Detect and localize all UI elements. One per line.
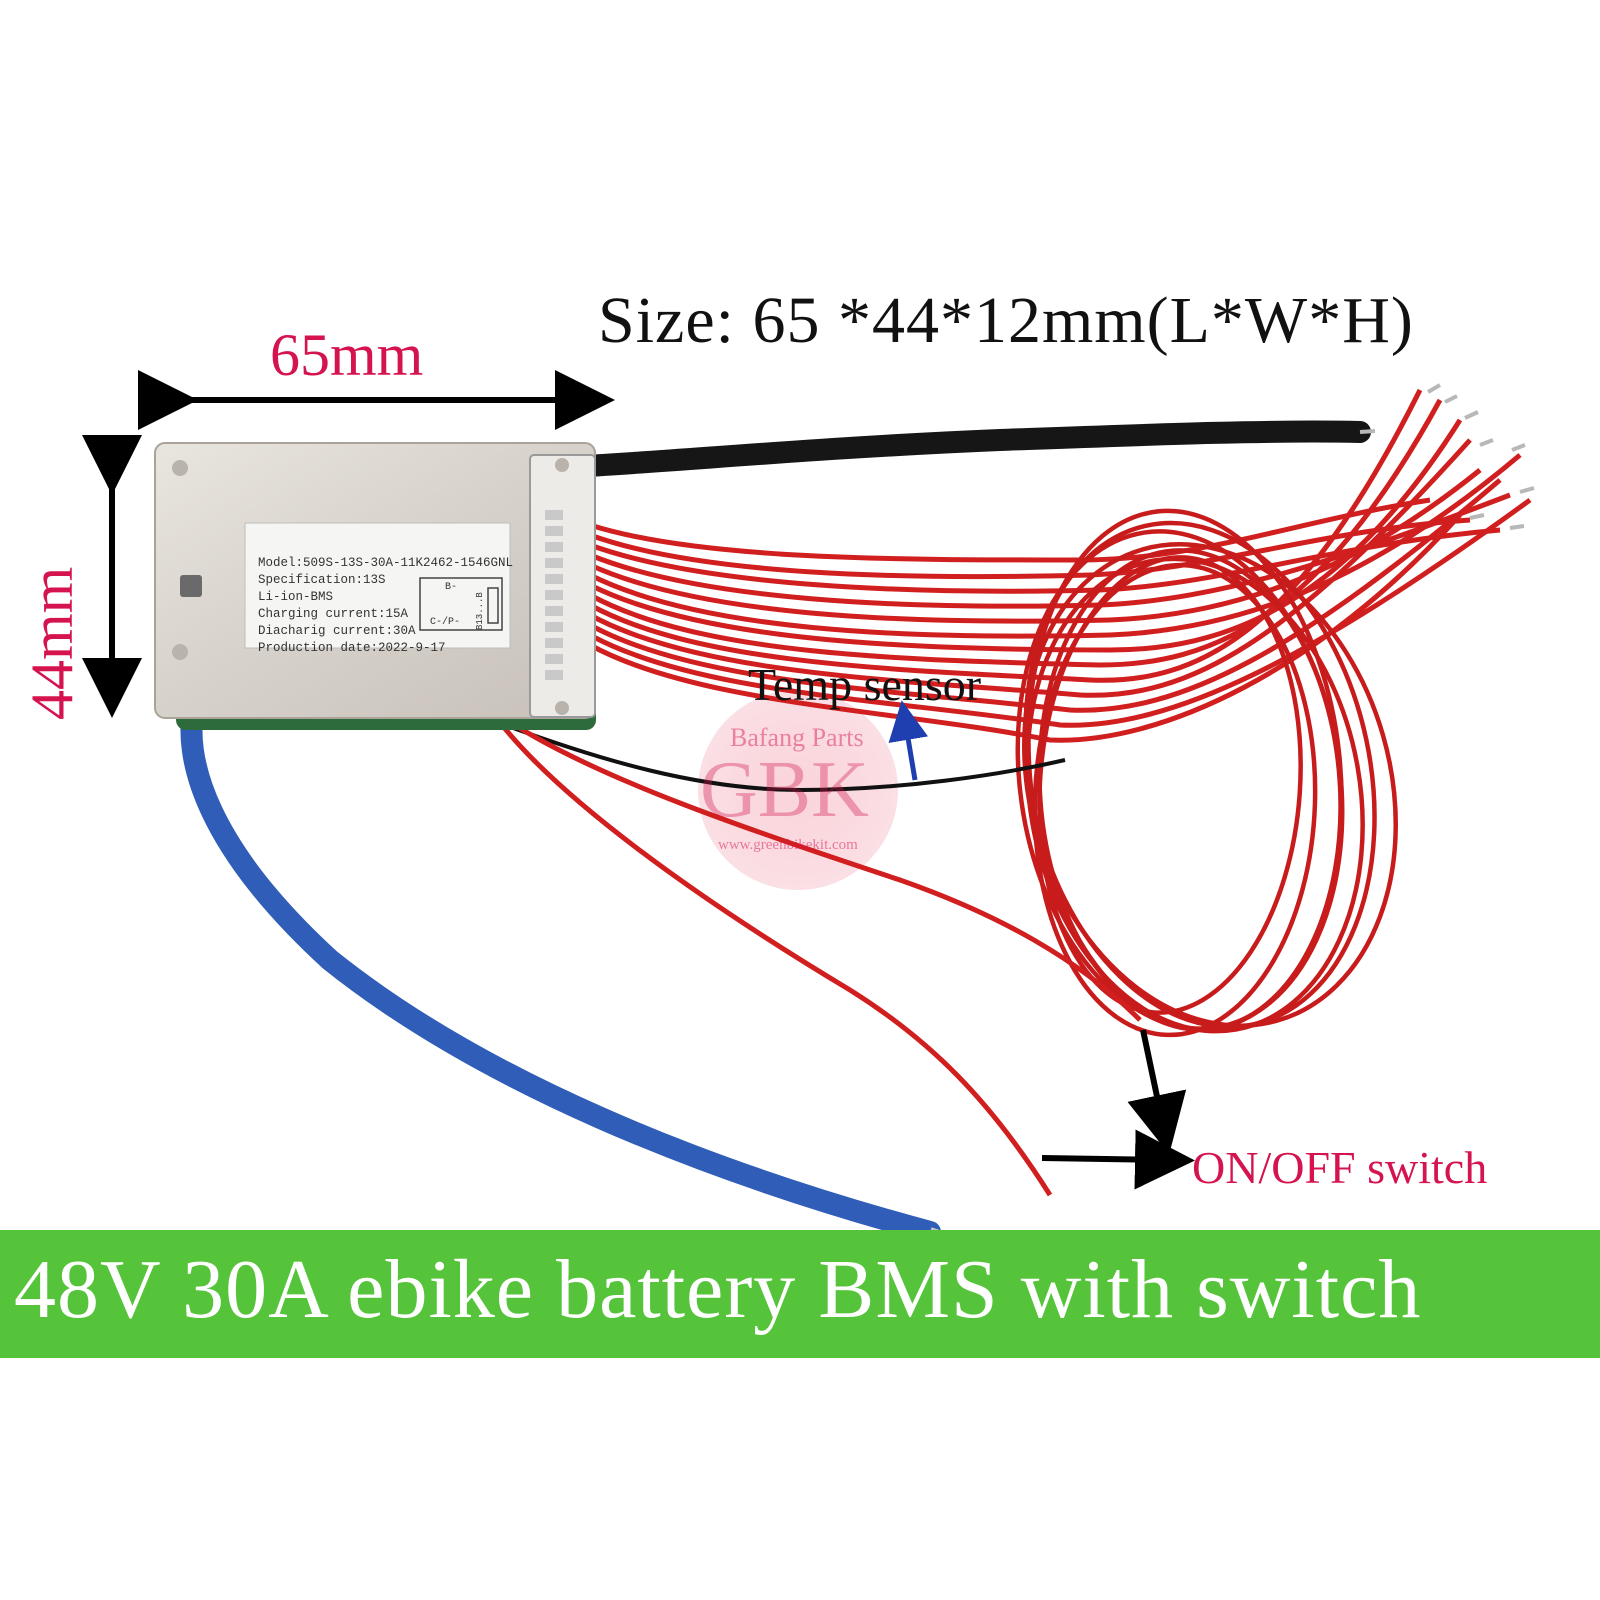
sticker-specification: Specification:13S bbox=[258, 573, 386, 587]
sticker-terminal-range: B13...B bbox=[475, 592, 485, 630]
screw-bottom-left bbox=[172, 644, 188, 660]
sticker-terminal-b: B- bbox=[445, 582, 458, 593]
banner-bar bbox=[0, 1230, 1600, 1358]
screw-top-left bbox=[172, 460, 188, 476]
watermark-brand: Bafang Parts bbox=[730, 723, 864, 752]
coiled-wires bbox=[1015, 508, 1398, 1038]
switch-wire-2 bbox=[508, 719, 1142, 1022]
sticker-terminal-c: C-/P- bbox=[430, 617, 461, 628]
screw-bottom-right bbox=[555, 701, 569, 715]
sticker-terminal-diagram bbox=[419, 577, 503, 631]
sticker-production-date: Production date:2022-9-17 bbox=[258, 641, 446, 655]
wire-tips bbox=[1359, 383, 1535, 530]
temp-sensor-arrow bbox=[888, 700, 929, 781]
sticker-model: Model:509S-13S-30A-11K2462-1546GNL bbox=[258, 556, 514, 570]
width-annotation: 44mm bbox=[19, 566, 85, 720]
switch-arrow-down bbox=[1127, 1029, 1187, 1155]
sticker-type: Li-ion-BMS bbox=[258, 590, 334, 604]
connector-pins bbox=[545, 510, 563, 680]
banner-title: 48V 30A ebike battery BMS with switch bbox=[14, 1243, 1422, 1336]
mount-slot bbox=[180, 575, 202, 597]
screw-top-right bbox=[555, 458, 569, 472]
switch-arrow-right bbox=[1041, 1129, 1195, 1190]
temp-sensor-label: Temp sensor bbox=[748, 659, 982, 710]
bms-sticker bbox=[244, 522, 511, 649]
bms-connector bbox=[529, 454, 596, 718]
size-annotation: Size: 65 *44*12mm(L*W*H) bbox=[598, 284, 1414, 357]
temp-sensor-wire bbox=[504, 723, 1066, 793]
sticker-charging-current: Charging current:15A bbox=[258, 607, 409, 621]
length-annotation: 65mm bbox=[270, 322, 424, 388]
bms-sticker-text: Model:509S-13S-30A-11K2462-1546GNL Speci… bbox=[258, 555, 513, 657]
sticker-terminal-block bbox=[487, 587, 499, 624]
sticker-discharge-current: Diacharig current:30A bbox=[258, 624, 416, 638]
blue-wire bbox=[180, 689, 941, 1243]
switch-wire-1 bbox=[496, 718, 1053, 1197]
watermark-logo: GBK bbox=[700, 746, 869, 834]
black-cable bbox=[459, 420, 1371, 481]
watermark-site: www.greenbikekit.com bbox=[718, 837, 858, 853]
switch-label: ON/OFF switch bbox=[1192, 1142, 1488, 1193]
